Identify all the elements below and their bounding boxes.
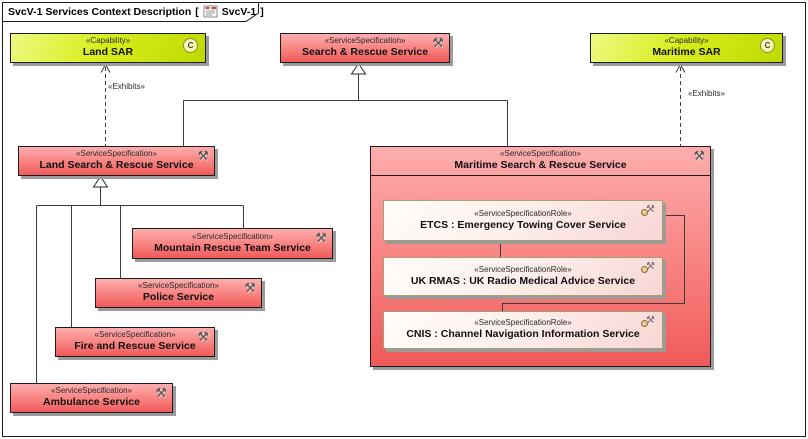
node-name: Land Search & Rescue Service	[39, 159, 194, 172]
open-arrowhead-icon	[100, 64, 111, 73]
service-specification-icon: ⚒	[693, 148, 705, 163]
edge-generalization-land[interactable]	[36, 175, 244, 384]
node-search-rescue-service[interactable]: «ServiceSpecification» Search & Rescue S…	[280, 33, 450, 63]
diagram-doc-icon	[203, 5, 218, 18]
service-specification-role-icon: ⚒	[641, 262, 655, 273]
node-name: ETCS : Emergency Towing Cover Service	[420, 218, 626, 231]
stereotype-label: «ServiceSpecificationRole»	[474, 318, 572, 328]
role-ball-icon	[641, 266, 649, 273]
service-specification-icon: ⚒	[155, 385, 167, 400]
stereotype-label: «ServiceSpecification»	[324, 36, 406, 46]
node-ambulance-service[interactable]: «ServiceSpecification» Ambulance Service…	[10, 383, 173, 413]
exhibits-label-left: «Exhibits»	[108, 82, 145, 91]
node-mountain-rescue-team-service[interactable]: «ServiceSpecification» Mountain Rescue T…	[132, 228, 333, 259]
diagram-title-text: SvcV-1 Services Context Description	[8, 5, 192, 18]
node-land-search-rescue-service[interactable]: «ServiceSpecification» Land Search & Res…	[18, 146, 215, 176]
stereotype-label: «ServiceSpecificationRole»	[474, 208, 572, 218]
diagram-ref[interactable]: SvcV-1	[221, 5, 257, 18]
open-arrowhead-icon	[675, 64, 686, 73]
node-police-service[interactable]: «ServiceSpecification» Police Service ⚒	[95, 278, 262, 308]
stereotype-label: «ServiceSpecification»	[76, 149, 157, 159]
service-specification-icon: ⚒	[197, 148, 209, 163]
node-maritime-sar[interactable]: «Capability» Maritime SAR C	[590, 33, 783, 63]
node-fire-and-rescue-service[interactable]: «ServiceSpecification» Fire and Rescue S…	[55, 327, 215, 357]
stereotype-label: «ServiceSpecification»	[94, 330, 176, 340]
node-name: Fire and Rescue Service	[74, 340, 196, 353]
node-name: CNIS : Channel Navigation Information Se…	[406, 328, 640, 341]
node-name: Police Service	[142, 291, 215, 304]
role-ball-icon	[641, 320, 649, 327]
service-specification-icon: ⚒	[315, 230, 327, 245]
service-specification-icon: ⚒	[432, 35, 444, 50]
capability-circle-icon: C	[183, 38, 198, 53]
diagram-title-tab	[2, 2, 259, 22]
exhibits-label-right: «Exhibits»	[688, 89, 725, 98]
node-name: Ambulance Service	[43, 396, 140, 409]
service-specification-icon: ⚒	[197, 329, 209, 344]
node-name: Maritime Search & Rescue Service	[454, 159, 627, 172]
capability-circle-icon: C	[760, 38, 775, 53]
stereotype-label: «ServiceSpecification»	[192, 231, 273, 241]
generalization-triangle-icon	[350, 62, 367, 75]
stereotype-label: «ServiceSpecification»	[138, 281, 219, 291]
generalization-triangle-icon	[92, 175, 109, 188]
role-ball-icon	[641, 209, 649, 216]
stereotype-label: «Capability»	[664, 36, 709, 46]
edge-exhibits-land[interactable]	[100, 64, 111, 147]
bracket-close: ]	[260, 5, 264, 18]
stereotype-label: «ServiceSpecification»	[500, 149, 581, 159]
node-name: UK RMAS : UK Radio Medical Advice Servic…	[410, 274, 636, 287]
node-name: Search & Rescue Service	[301, 46, 429, 59]
node-name: Land SAR	[82, 46, 134, 59]
diagram-title: SvcV-1 Services Context Description [ Sv…	[8, 4, 264, 19]
service-specification-role-icon: ⚒	[641, 205, 655, 216]
bracket-open: [	[195, 5, 199, 18]
service-specification-role-icon: ⚒	[641, 316, 655, 327]
maritime-service-header: «ServiceSpecification» Maritime Search &…	[371, 147, 710, 176]
node-role-cnis[interactable]: «ServiceSpecificationRole» CNIS : Channe…	[383, 311, 663, 349]
edge-generalization-sar[interactable]	[183, 62, 508, 147]
stereotype-label: «ServiceSpecification»	[51, 386, 132, 396]
node-name: Maritime SAR	[652, 46, 721, 59]
edge-exhibits-maritime[interactable]	[675, 64, 686, 147]
node-name: Mountain Rescue Team Service	[154, 241, 311, 254]
node-role-etcs[interactable]: «ServiceSpecificationRole» ETCS : Emerge…	[383, 200, 663, 241]
node-role-uk-rmas[interactable]: «ServiceSpecificationRole» UK RMAS : UK …	[383, 257, 663, 296]
stereotype-label: «ServiceSpecificationRole»	[474, 264, 572, 274]
stereotype-label: «Capability»	[85, 36, 131, 46]
node-land-sar[interactable]: «Capability» Land SAR C	[10, 33, 206, 63]
service-specification-icon: ⚒	[244, 280, 256, 295]
